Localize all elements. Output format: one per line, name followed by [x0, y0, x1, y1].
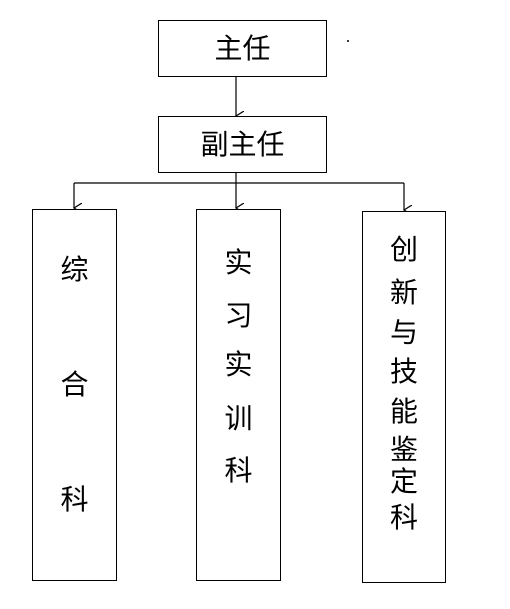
- department-innovation-char-3: 与: [389, 316, 418, 349]
- department-innovation-char-8: 科: [389, 501, 418, 534]
- department-practice-char-5: 科: [224, 454, 253, 487]
- department-box-practice: 实 习 实 训 科: [196, 209, 281, 581]
- department-innovation-char-1: 创: [389, 233, 418, 266]
- department-practice-char-4: 训: [224, 402, 253, 435]
- department-innovation-char-4: 技: [389, 355, 418, 388]
- stray-mark: [347, 40, 349, 42]
- department-innovation-char-2: 新: [389, 276, 418, 309]
- department-innovation-char-7: 定: [389, 465, 418, 498]
- department-box-general: 综 合 科: [32, 209, 117, 581]
- department-innovation-char-6: 鉴: [389, 433, 418, 466]
- department-box-innovation: 创 新 与 技 能 鉴 定 科: [362, 211, 446, 583]
- department-practice-char-3: 实: [224, 348, 253, 381]
- department-practice-char-1: 实: [224, 246, 253, 279]
- department-innovation-char-5: 能: [389, 395, 418, 428]
- deputy-director-label: 副主任: [200, 128, 285, 161]
- director-label: 主任: [214, 32, 271, 65]
- deputy-director-box: 副主任: [158, 116, 327, 173]
- director-box: 主任: [158, 20, 327, 77]
- department-general-char-2: 合: [60, 368, 89, 401]
- department-general-char-3: 科: [60, 483, 89, 516]
- department-practice-char-2: 习: [224, 299, 253, 332]
- department-general-char-1: 综: [60, 253, 89, 286]
